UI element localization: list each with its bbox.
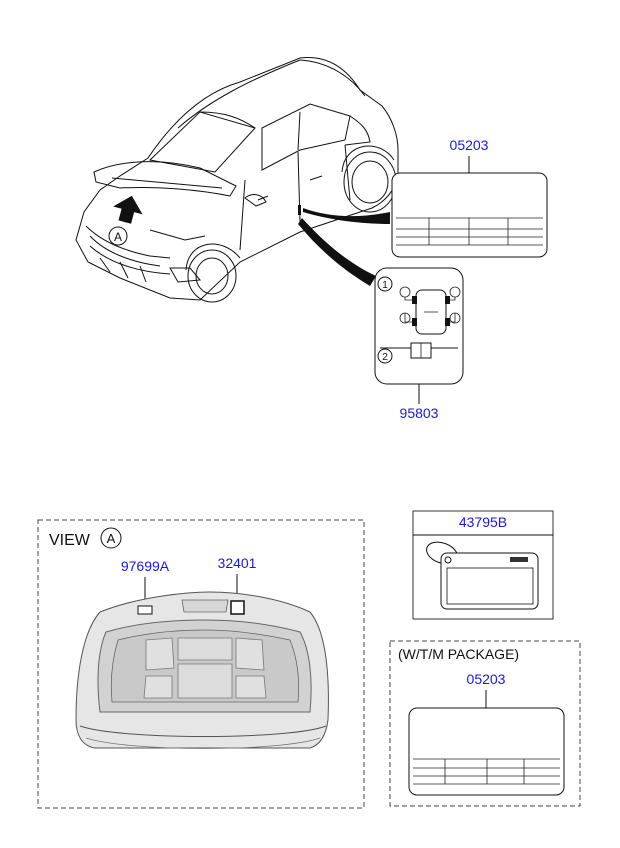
- leader-to-05203: [303, 208, 390, 224]
- tag-43795b: [426, 541, 539, 610]
- label-05203-bottom: [408, 707, 565, 796]
- view-marker-circle: [100, 527, 122, 549]
- view-marker-on-car: A: [108, 226, 128, 246]
- package-panel: [389, 640, 581, 807]
- door-label-marker: [298, 205, 301, 215]
- view-marker: A: [107, 531, 116, 546]
- view-title: VIEW: [49, 532, 91, 549]
- label-95803: 1 2: [374, 267, 464, 385]
- label-05203-top: [391, 172, 548, 258]
- label-97699a-marker: [137, 605, 153, 615]
- part-number-05203-bottom[interactable]: 05203: [467, 671, 506, 687]
- part-number-43795b[interactable]: 43795B: [459, 514, 507, 530]
- svg-text:1: 1: [382, 280, 388, 291]
- part-number-95803[interactable]: 95803: [400, 405, 439, 421]
- view-a-panel: VIEW A: [37, 519, 365, 809]
- hood-illustration: [75, 591, 329, 749]
- label-32401-marker: [230, 600, 245, 615]
- part-number-97699a[interactable]: 97699A: [121, 558, 170, 574]
- part-number-05203-top[interactable]: 05203: [450, 137, 489, 153]
- car-illustration: [75, 57, 399, 303]
- svg-text:A: A: [114, 230, 122, 244]
- part-number-32401[interactable]: 32401: [218, 555, 257, 571]
- package-title: (W/T/M PACKAGE): [398, 646, 519, 662]
- svg-text:2: 2: [382, 352, 388, 363]
- leader-to-95803: [298, 218, 376, 286]
- view-arrow: [113, 195, 143, 224]
